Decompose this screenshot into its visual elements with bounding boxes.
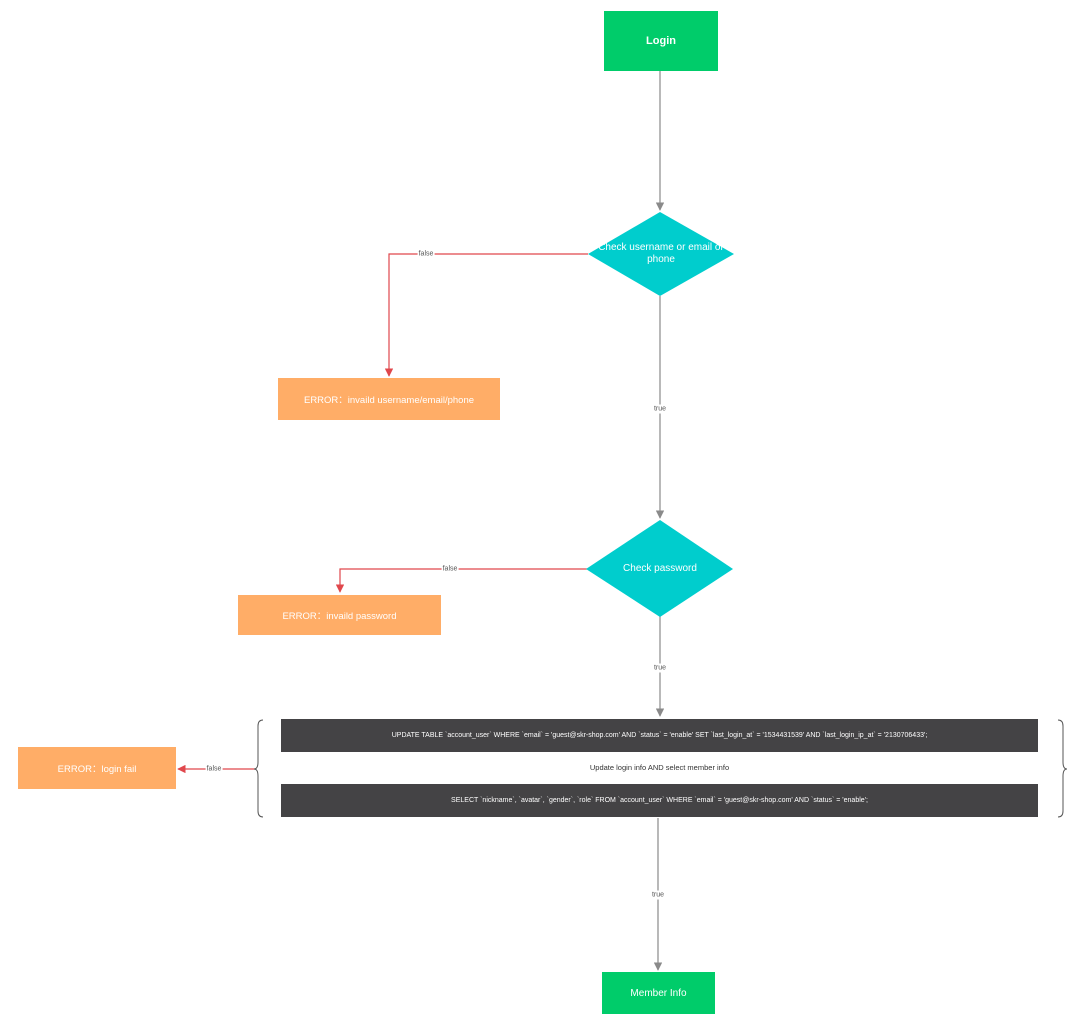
check-password-diamond (586, 520, 733, 617)
edge-label-password-false: false (441, 564, 459, 574)
error-password-node: ERROR：invaild password (238, 595, 441, 635)
sql-update-bar: UPDATE TABLE `account_user` WHERE `email… (281, 719, 1038, 752)
group-label: Update login info AND select member info (589, 763, 730, 772)
check-password-label: Check password (623, 563, 697, 574)
member-info-node: Member Info (602, 972, 715, 1014)
edge-label-group-true: true (650, 890, 666, 900)
edge-password-false (335, 568, 587, 593)
group-right-brace (1057, 719, 1068, 818)
error-login-node: ERROR：login fail (18, 747, 176, 789)
edge-label-identity-false: false (417, 249, 435, 259)
edge-label-password-true: true (652, 663, 668, 673)
sql-select-bar: SELECT `nickname`, `avatar`, `gender`, `… (281, 784, 1038, 817)
error-identity-node: ERROR：invaild username/email/phone (278, 378, 500, 420)
check-identity-diamond (588, 212, 734, 296)
login-node: Login (604, 11, 718, 71)
edge-label-group-false: false (205, 764, 223, 774)
edge-label-identity-true: true (652, 404, 668, 414)
group-left-brace (253, 719, 264, 818)
check-identity-label: Check username or email or phone (598, 242, 724, 265)
edge-identity-false (384, 253, 588, 377)
